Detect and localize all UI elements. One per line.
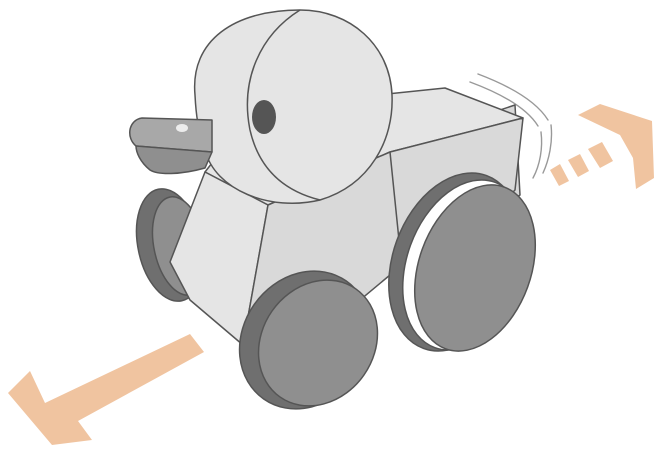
duck-head [195, 10, 392, 203]
arrow-left-icon [8, 334, 204, 445]
duck-beak [130, 118, 212, 174]
duck-eye [252, 100, 276, 134]
arrow-right-dashed-icon [550, 104, 654, 189]
